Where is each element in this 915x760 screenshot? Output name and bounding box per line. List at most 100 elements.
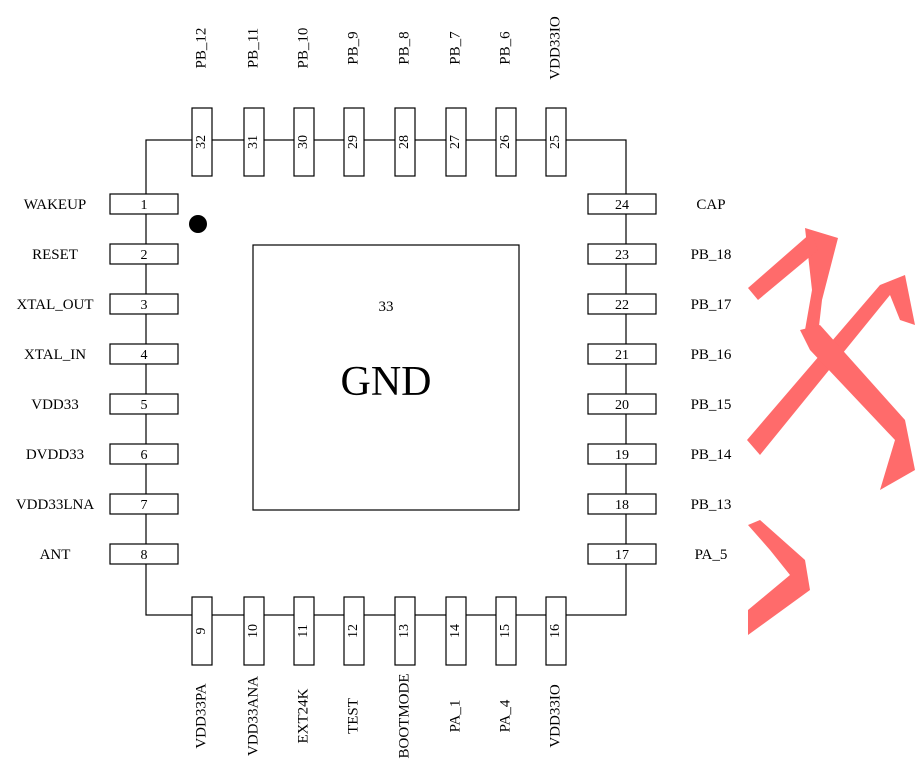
- pin-name-20: PB_15: [691, 397, 732, 413]
- pin-box-11: [293, 596, 315, 666]
- pin-name-25: VDD33IO: [547, 16, 563, 79]
- pin-number-31: 31: [246, 135, 261, 149]
- pin-name-24: CAP: [696, 197, 725, 213]
- pin-box-13: [394, 596, 416, 666]
- pin-number-8: 8: [141, 548, 148, 563]
- pin-name-18: PB_13: [691, 497, 732, 513]
- watermark-stroke-5: [748, 520, 810, 635]
- pin-name-27: PB_7: [447, 31, 463, 65]
- pin-name-16: VDD33IO: [547, 684, 563, 747]
- pin-name-17: PA_5: [695, 547, 728, 563]
- pin-box-2: [109, 243, 179, 265]
- pin-number-14: 14: [448, 624, 463, 638]
- pin-number-7: 7: [141, 498, 148, 513]
- pin-box-9: [191, 596, 213, 666]
- pin-number-5: 5: [141, 398, 148, 413]
- pin-box-5: [109, 393, 179, 415]
- pin-name-26: PB_6: [497, 31, 513, 65]
- pin-number-2: 2: [141, 248, 148, 263]
- pin-box-8: [109, 543, 179, 565]
- watermark-stroke-4: [800, 325, 915, 490]
- pin-name-30: PB_10: [295, 28, 311, 69]
- pin-name-12: TEST: [345, 698, 361, 734]
- pin-box-26: [495, 107, 517, 177]
- pin-number-9: 9: [194, 628, 209, 635]
- pin-name-7: VDD33LNA: [16, 497, 94, 513]
- pin-name-19: PB_14: [691, 447, 732, 463]
- pin-number-27: 27: [448, 135, 463, 149]
- pin-number-12: 12: [346, 624, 361, 638]
- pin-name-2: RESET: [32, 247, 78, 263]
- pin-name-32: PB_12: [193, 28, 209, 69]
- pin-box-31: [243, 107, 265, 177]
- pin-number-11: 11: [296, 624, 311, 637]
- pin-number-26: 26: [498, 135, 513, 149]
- watermark-stroke-2: [748, 232, 818, 300]
- pin-box-30: [293, 107, 315, 177]
- pin-number-16: 16: [548, 624, 563, 638]
- pin-name-22: PB_17: [691, 297, 732, 313]
- pin-box-22: [587, 293, 657, 315]
- pin-number-32: 32: [194, 135, 209, 149]
- pin-box-24: [587, 193, 657, 215]
- pin-number-21: 21: [615, 348, 629, 363]
- pin-number-30: 30: [296, 135, 311, 149]
- pin-box-29: [343, 107, 365, 177]
- pin-box-4: [109, 343, 179, 365]
- package-outline: [145, 139, 627, 616]
- pin-number-28: 28: [397, 135, 412, 149]
- center-pad-number: 33: [379, 299, 394, 315]
- pin-number-23: 23: [615, 248, 629, 263]
- pin-box-20: [587, 393, 657, 415]
- pin-box-23: [587, 243, 657, 265]
- pin-number-20: 20: [615, 398, 629, 413]
- pin-number-15: 15: [498, 624, 513, 638]
- pin-box-28: [394, 107, 416, 177]
- pin-name-3: XTAL_OUT: [16, 297, 93, 313]
- pin-number-17: 17: [615, 548, 629, 563]
- pin-box-19: [587, 443, 657, 465]
- pin-name-28: PB_8: [396, 31, 412, 64]
- pin-box-7: [109, 493, 179, 515]
- pin-number-29: 29: [346, 135, 361, 149]
- pin-box-6: [109, 443, 179, 465]
- pin-name-13: BOOTMODE: [396, 674, 412, 759]
- pin-box-16: [545, 596, 567, 666]
- pin-number-19: 19: [615, 448, 629, 463]
- center-pad-label: GND: [341, 359, 432, 405]
- pin-name-23: PB_18: [691, 247, 732, 263]
- pin-number-1: 1: [141, 198, 148, 213]
- center-pad: [252, 244, 520, 511]
- pin-number-3: 3: [141, 298, 148, 313]
- pin-number-10: 10: [246, 624, 261, 638]
- pin-box-12: [343, 596, 365, 666]
- pin-number-24: 24: [615, 198, 629, 213]
- pin-name-8: ANT: [40, 547, 71, 563]
- pin-name-9: VDD33PA: [193, 683, 209, 748]
- pin-name-5: VDD33: [31, 397, 79, 413]
- pin-box-25: [545, 107, 567, 177]
- pin-name-14: PA_1: [447, 700, 463, 733]
- watermark-stroke-1: [805, 228, 838, 335]
- pin-box-1: [109, 193, 179, 215]
- pin-name-21: PB_16: [691, 347, 732, 363]
- pin-number-18: 18: [615, 498, 629, 513]
- pin-box-21: [587, 343, 657, 365]
- pin-name-15: PA_4: [497, 699, 513, 732]
- pin-name-11: EXT24K: [295, 688, 311, 743]
- pin-name-4: XTAL_IN: [24, 347, 86, 363]
- pin-number-25: 25: [548, 135, 563, 149]
- watermark-logo: [747, 228, 915, 635]
- pin-number-22: 22: [615, 298, 629, 313]
- pin-name-31: PB_11: [245, 28, 261, 68]
- pin-number-6: 6: [141, 448, 148, 463]
- pin-box-14: [445, 596, 467, 666]
- pin-box-27: [445, 107, 467, 177]
- pin1-indicator-dot: [189, 215, 207, 233]
- pin-box-32: [191, 107, 213, 177]
- pin-box-3: [109, 293, 179, 315]
- pin-number-13: 13: [397, 624, 412, 638]
- pin-box-17: [587, 543, 657, 565]
- pin-name-29: PB_9: [345, 31, 361, 64]
